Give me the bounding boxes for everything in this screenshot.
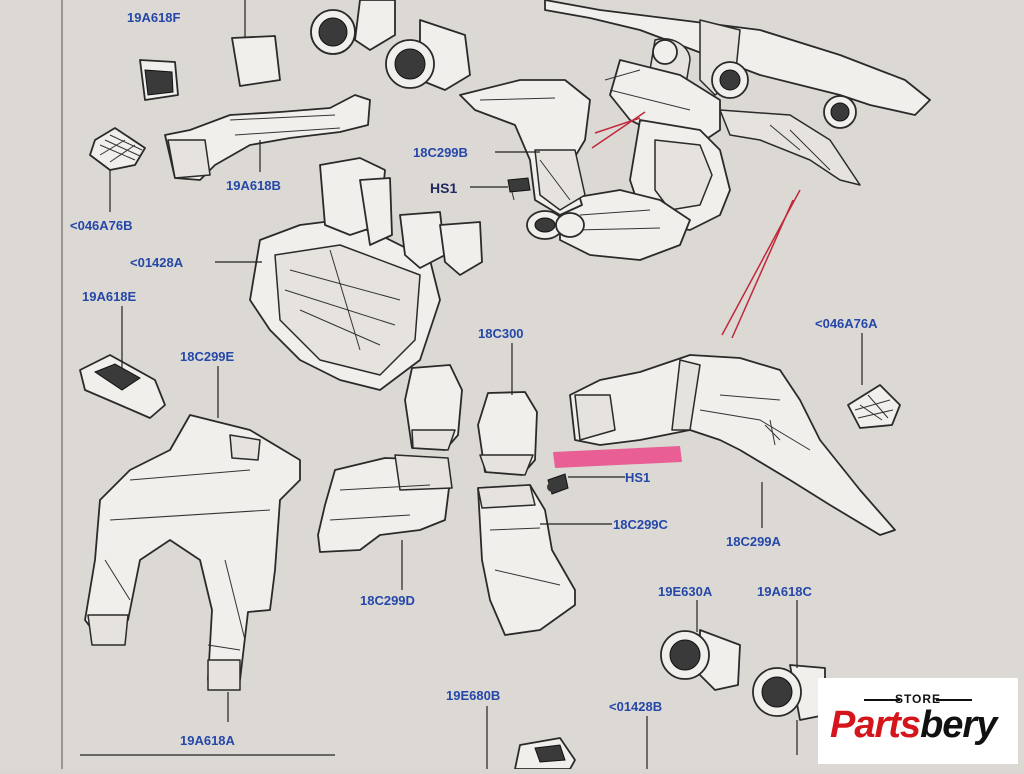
label-HS1-top: HS1	[430, 180, 457, 196]
logo-dash-right	[936, 699, 972, 701]
part-19A618C-vent	[752, 664, 826, 721]
red-leader-line-2	[594, 117, 641, 134]
dashboard-assembly	[526, 0, 931, 261]
part-18C299B-duct	[459, 79, 591, 216]
partsbery-logo: STORE Partsbery	[818, 678, 1018, 764]
label-18C300: 18C300	[478, 326, 524, 341]
label-18C299C: 18C299C	[613, 517, 669, 532]
part-046A76A-grille	[847, 384, 901, 429]
label-046A76B: <046A76B	[70, 218, 133, 233]
label-19A618F: 19A618F	[127, 10, 181, 25]
part-19A618B-duct	[164, 94, 371, 181]
label-18C299D: 18C299D	[360, 593, 415, 608]
part-18C299A-duct	[569, 354, 896, 536]
logo-dash-left	[864, 699, 900, 701]
part-19A618F	[139, 35, 281, 101]
label-19E680B: 19E680B	[446, 688, 500, 703]
red-leader-line-4	[731, 199, 794, 339]
part-19E680B	[514, 737, 576, 770]
label-19A618C: 19A618C	[757, 584, 813, 599]
top-vents	[310, 0, 471, 91]
part-01428A-housing	[249, 157, 483, 391]
part-046A76B-grille	[89, 127, 146, 171]
logo-word-parts: Parts	[830, 704, 921, 746]
label-18C299B: 18C299B	[413, 145, 468, 160]
label-HS1-mid: HS1	[625, 470, 650, 485]
part-19E630A-vent	[660, 629, 741, 691]
label-046A76A: <046A76A	[815, 316, 878, 331]
label-18C299E: 18C299E	[180, 349, 235, 364]
part-18C300-ducts	[404, 364, 538, 476]
part-18C299E-duct	[84, 414, 301, 691]
logo-store-text: STORE	[894, 692, 942, 706]
label-19A618E: 19A618E	[82, 289, 137, 304]
highlight-marker	[553, 446, 682, 468]
red-leader-line-1	[591, 111, 646, 149]
logo-wordmark: Partsbery	[830, 704, 997, 747]
part-HS1-screw-mid	[547, 473, 569, 495]
part-HS1-screw-top	[507, 177, 531, 201]
label-01428B: <01428B	[609, 699, 662, 714]
part-18C299D	[317, 454, 453, 553]
label-19A618A: 19A618A	[180, 733, 236, 748]
label-01428A: <01428A	[130, 255, 184, 270]
label-19E630A: 19E630A	[658, 584, 713, 599]
logo-word-bery: bery	[920, 704, 997, 746]
label-18C299A: 18C299A	[726, 534, 782, 549]
part-18C299C	[477, 484, 576, 636]
part-19A618E	[79, 354, 166, 419]
label-19A618B: 19A618B	[226, 178, 281, 193]
